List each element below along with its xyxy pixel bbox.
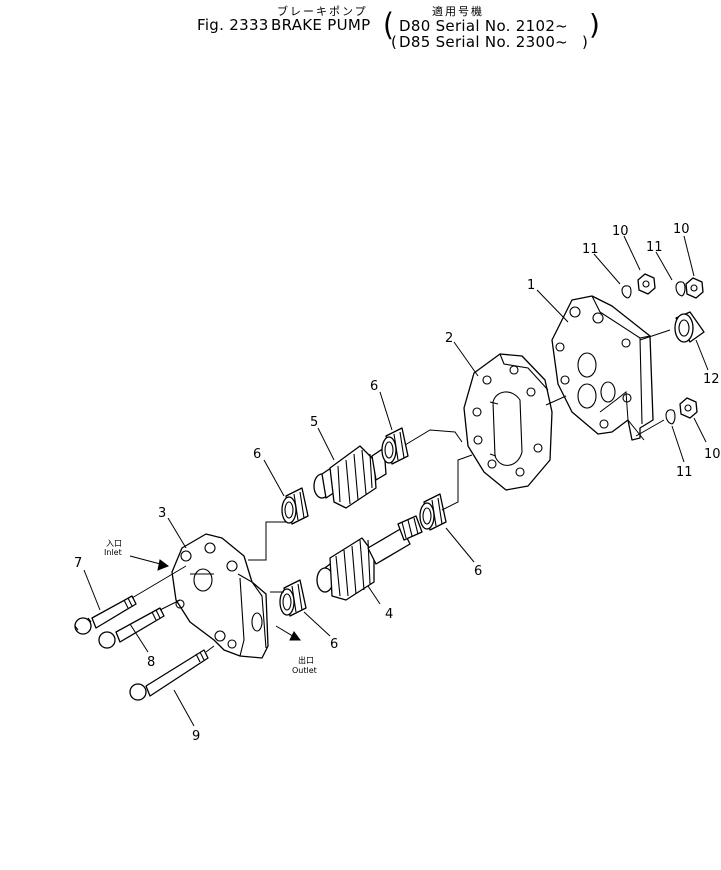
callout-10-a: 10 — [612, 224, 629, 239]
part-11-washer-b — [675, 281, 686, 297]
part-6-bearing-c — [419, 493, 447, 531]
part-11-washer-c — [665, 409, 676, 425]
serial-d85-open: ( — [391, 33, 398, 51]
callout-6-d: 6 — [330, 637, 338, 652]
callout-11-c: 11 — [676, 465, 693, 480]
callout-10-c: 10 — [704, 447, 721, 462]
assembly-lines — [131, 329, 671, 653]
serial-d85-close: ) — [582, 33, 589, 51]
title-english: BRAKE PUMP — [271, 16, 371, 34]
callout-5: 5 — [310, 415, 318, 430]
callout-11-a: 11 — [582, 242, 599, 257]
part-3-front-cover — [171, 533, 269, 659]
part-9-bolt — [129, 649, 209, 701]
part-6-bearing-a — [381, 427, 409, 465]
outlet-label-en: Outlet — [292, 666, 317, 675]
outlet-arrow — [289, 631, 301, 641]
part-1-rear-cover — [551, 295, 654, 441]
callout-1: 1 — [527, 278, 535, 293]
part-12-oil-seal — [674, 311, 705, 343]
callout-6-a: 6 — [370, 379, 378, 394]
part-4-drive-gear — [316, 515, 423, 601]
callout-10-b: 10 — [673, 222, 690, 237]
part-11-washer-a — [621, 285, 632, 299]
part-10-nut-a — [637, 273, 656, 295]
part-10-nut-c — [679, 397, 698, 419]
callout-12: 12 — [703, 372, 720, 387]
bracket-close: ) — [589, 8, 601, 41]
callout-3: 3 — [158, 506, 166, 521]
part-6-bearing-d — [279, 579, 307, 617]
inlet-label-en: Inlet — [104, 548, 122, 557]
outlet-label-jp: 出口 — [298, 655, 314, 665]
inlet-label-jp: 入口 — [106, 539, 122, 548]
part-6-bearing-b — [281, 487, 309, 525]
serial-d80: D80 Serial No. 2102~ — [399, 17, 569, 35]
callout-8: 8 — [147, 655, 155, 670]
serial-d85: D85 Serial No. 2300~ — [399, 33, 569, 51]
callout-6-b: 6 — [253, 447, 261, 462]
part-5-driven-gear — [313, 445, 387, 509]
inlet-arrow — [157, 559, 170, 571]
part-2-gear-housing — [463, 353, 553, 491]
figure-number: Fig. 2333 — [197, 16, 269, 34]
callout-7: 7 — [74, 556, 82, 571]
bracket-open: ( — [383, 6, 395, 43]
part-7-bolt — [74, 595, 137, 635]
callout-9: 9 — [192, 729, 200, 744]
leader-lines — [83, 235, 709, 727]
applicable-models-japanese: 適用号機 — [432, 5, 484, 18]
part-8-bolt — [98, 607, 165, 649]
part-10-nut-b — [685, 277, 704, 299]
callout-11-b: 11 — [646, 240, 663, 255]
title-japanese: ブレーキポンプ — [277, 5, 368, 18]
callout-6-c: 6 — [474, 564, 482, 579]
callout-2: 2 — [445, 331, 453, 346]
callout-4: 4 — [385, 607, 393, 622]
